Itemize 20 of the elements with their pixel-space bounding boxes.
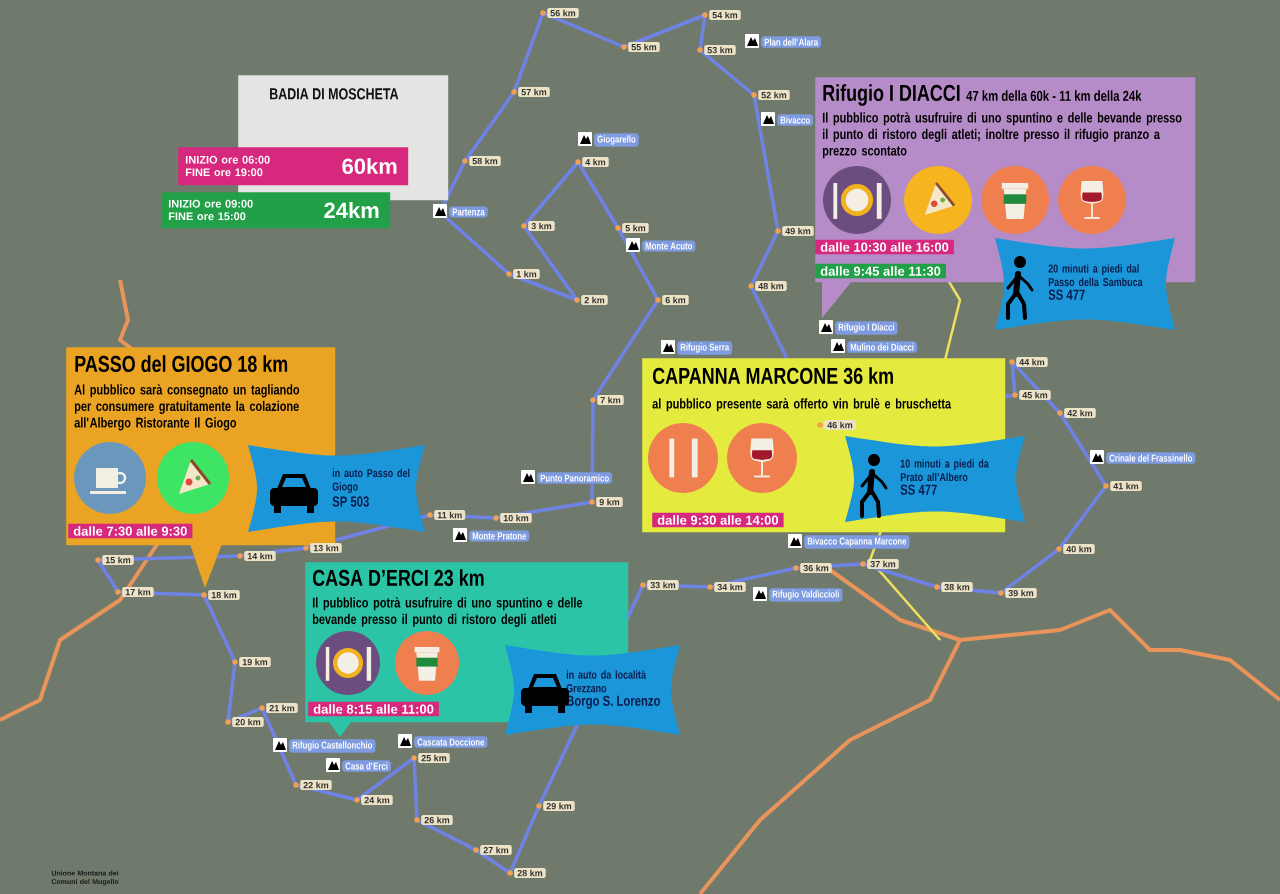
place-label: Punto Panoramico (537, 472, 613, 484)
place-label: Crinale del Frassinello (1106, 452, 1196, 464)
place-label: Monte Acuto (642, 240, 696, 252)
place-label: Rifugio Valdiccioli (769, 588, 843, 602)
place-label: Monte Pratone (469, 530, 530, 542)
info-banner: 20 minuti a piedi dal Passo della Sambuca SS 477 (995, 238, 1175, 330)
place-label: Partenza (449, 206, 488, 218)
place-label: Rifugio I Diacci (835, 321, 898, 335)
place-label: Plan dell'Alara (761, 36, 822, 48)
place-label: Bivacco Capanna Marcone (804, 535, 910, 549)
place-label: Bivacco (777, 114, 814, 126)
place-label: Rifugio Castellonchio (289, 739, 376, 753)
time-box: INIZIO ore 09:00 FINE ore 15:00 24km (161, 192, 391, 229)
place-label: Cascata Doccione (414, 736, 488, 748)
place-label: Rifugio Serra (677, 341, 733, 355)
place-label: Giogarello (594, 133, 639, 147)
place-label: Casa d'Erci (342, 760, 391, 772)
info-banner: 10 minuti a piedi da Prato all’Albero SS 477 (845, 436, 1025, 522)
time-box: INIZIO ore 06:00 FINE ore 19:00 60km (178, 147, 409, 186)
place-label: Mulino dei Diacci (847, 341, 917, 353)
